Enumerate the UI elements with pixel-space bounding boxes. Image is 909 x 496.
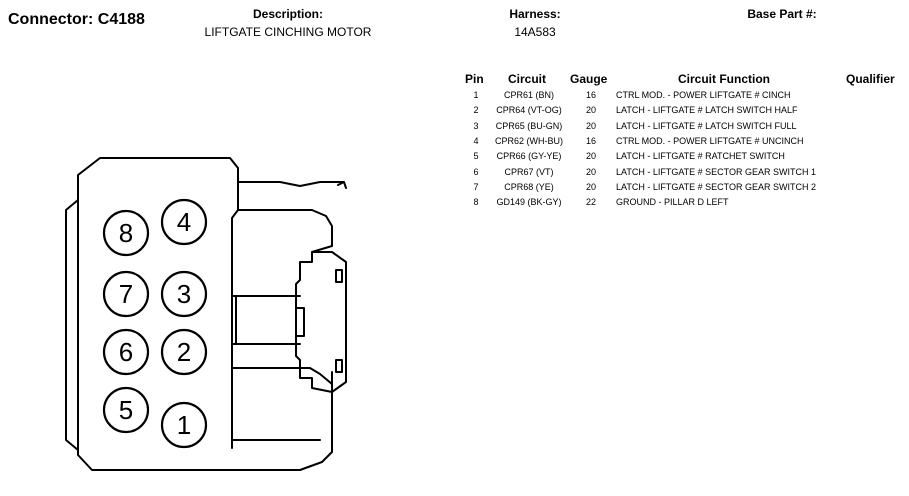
col-header-qualifier: Qualifier bbox=[846, 72, 895, 86]
pin-cell: 5 bbox=[473, 151, 479, 161]
description-label: Description: bbox=[252, 7, 323, 21]
pin-cavity-3 bbox=[160, 270, 208, 318]
col-header-function: Circuit Function bbox=[678, 72, 770, 86]
pin-number: 3 bbox=[177, 279, 191, 309]
col-header-gauge: Gauge bbox=[570, 72, 608, 86]
function-cell: CTRL MOD. - POWER LIFTGATE # CINCH bbox=[616, 90, 791, 100]
pin-cell: 3 bbox=[473, 121, 479, 131]
table-row: 8 GD149 (BK-GY) 22 GROUND - PILLAR D LEF… bbox=[0, 197, 909, 212]
pin-cavity-2 bbox=[160, 328, 208, 376]
col-header-circuit: Circuit bbox=[508, 72, 547, 86]
circuit-cell: CPR62 (WH-BU) bbox=[494, 136, 563, 146]
pin-cell: 8 bbox=[473, 197, 479, 207]
harness-label: Harness: bbox=[509, 7, 561, 21]
pin-cavity-6 bbox=[102, 328, 150, 376]
circuit-cell: CPR66 (GY-YE) bbox=[496, 151, 562, 161]
pin-number: 2 bbox=[177, 337, 191, 367]
function-cell: LATCH - LIFTGATE # RATCHET SWITCH bbox=[616, 151, 785, 161]
circuit-cell: GD149 (BK-GY) bbox=[496, 197, 562, 207]
pin-number: 8 bbox=[119, 218, 133, 248]
pin-number: 7 bbox=[119, 279, 133, 309]
latch-slot bbox=[295, 307, 305, 337]
table-row: 4 CPR62 (WH-BU) 16 CTRL MOD. - POWER LIF… bbox=[0, 136, 909, 151]
base-part-label: Base Part #: bbox=[747, 7, 817, 21]
pin-cavity-8 bbox=[102, 209, 150, 257]
connector-center-channel bbox=[231, 295, 301, 345]
function-cell: LATCH - LIFTGATE # SECTOR GEAR SWITCH 1 bbox=[616, 167, 817, 177]
connector-label: Connector: bbox=[8, 11, 94, 28]
gauge-cell: 22 bbox=[585, 197, 596, 207]
pin-number: 5 bbox=[119, 395, 133, 425]
gauge-cell: 20 bbox=[585, 151, 596, 161]
gauge-cell: 20 bbox=[585, 167, 596, 177]
gauge-cell: 20 bbox=[585, 182, 596, 192]
latch-detail-top bbox=[335, 269, 343, 283]
col-header-pin: Pin bbox=[465, 72, 484, 86]
gauge-cell: 20 bbox=[585, 105, 596, 115]
connector-left-flange bbox=[65, 199, 79, 451]
circuit-cell: CPR68 (YE) bbox=[504, 182, 554, 192]
circuit-cell: CPR65 (BU-GN) bbox=[495, 121, 563, 131]
pin-number: 1 bbox=[177, 410, 191, 440]
pin-cavity-1 bbox=[160, 401, 208, 449]
gauge-cell: 16 bbox=[585, 90, 596, 100]
connector-id: C4188 bbox=[97, 11, 145, 28]
pin-cavity-5 bbox=[102, 386, 150, 434]
pin-cell: 2 bbox=[473, 105, 479, 115]
table-row: 2 CPR64 (VT-OG) 20 LATCH - LIFTGATE # LA… bbox=[0, 105, 909, 120]
table-row: 1 CPR61 (BN) 16 CTRL MOD. - POWER LIFTGA… bbox=[0, 90, 909, 105]
connector-upper-rib bbox=[237, 209, 333, 247]
pin-number: 4 bbox=[177, 207, 191, 237]
pin-number: 6 bbox=[119, 337, 133, 367]
description-value: LIFTGATE CINCHING MOTOR bbox=[204, 25, 372, 39]
connector-header: Connector: C4188 bbox=[8, 11, 145, 29]
connector-housing-outline bbox=[77, 157, 347, 471]
circuit-cell: CPR64 (VT-OG) bbox=[496, 105, 562, 115]
table-row: 5 CPR66 (GY-YE) 20 LATCH - LIFTGATE # RA… bbox=[0, 151, 909, 166]
circuit-cell: CPR61 (BN) bbox=[503, 90, 554, 100]
pin-cell: 6 bbox=[473, 167, 479, 177]
harness-value: 14A583 bbox=[514, 25, 556, 39]
pin-cavities bbox=[102, 198, 208, 449]
function-cell: LATCH - LIFTGATE # SECTOR GEAR SWITCH 2 bbox=[616, 182, 817, 192]
gauge-cell: 20 bbox=[585, 121, 596, 131]
function-cell: LATCH - LIFTGATE # LATCH SWITCH FULL bbox=[616, 121, 797, 131]
pin-cell: 4 bbox=[473, 136, 479, 146]
function-cell: GROUND - PILLAR D LEFT bbox=[616, 197, 729, 207]
function-cell: CTRL MOD. - POWER LIFTGATE # UNCINCH bbox=[616, 136, 804, 146]
table-row: 3 CPR65 (BU-GN) 20 LATCH - LIFTGATE # LA… bbox=[0, 121, 909, 136]
pin-cell: 1 bbox=[473, 90, 479, 100]
table-row: 6 CPR67 (VT) 20 LATCH - LIFTGATE # SECTO… bbox=[0, 167, 909, 182]
table-row: 7 CPR68 (YE) 20 LATCH - LIFTGATE # SECTO… bbox=[0, 182, 909, 197]
connector-latch-outer bbox=[311, 251, 347, 393]
circuit-cell: CPR67 (VT) bbox=[504, 167, 554, 177]
pin-cavity-7 bbox=[102, 270, 150, 318]
latch-detail-bottom bbox=[335, 359, 343, 373]
connector-lower-rib bbox=[231, 367, 333, 385]
pin-cavity-4 bbox=[160, 198, 208, 246]
function-cell: LATCH - LIFTGATE # LATCH SWITCH HALF bbox=[616, 105, 798, 115]
pin-cell: 7 bbox=[473, 182, 479, 192]
gauge-cell: 16 bbox=[585, 136, 596, 146]
